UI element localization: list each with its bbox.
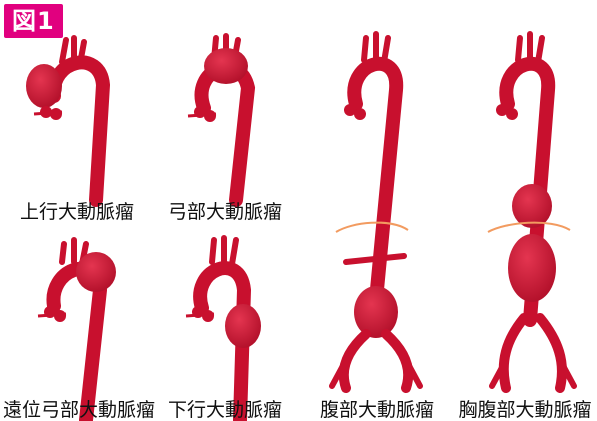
panel-abdominal-aorta-diagram: [332, 34, 420, 388]
label-distal-arch-aortic-aneurysm: 遠位弓部大動脈瘤: [0, 399, 158, 421]
label-ascending-aortic-aneurysm: 上行大動脈瘤: [2, 201, 152, 223]
panel-thoracoabdominal-aorta-diagram: [488, 34, 574, 388]
label-descending-aortic-aneurysm: 下行大動脈瘤: [150, 399, 300, 421]
aneurysm-bulge: [26, 64, 62, 108]
panel-ascending-aorta-diagram: [26, 38, 103, 200]
aneurysm-bulge-upper: [512, 184, 552, 228]
aneurysm-bulge: [225, 304, 261, 348]
panel-distal-arch-aorta-diagram: [38, 240, 116, 420]
panel-arch-aorta-diagram: [188, 36, 248, 200]
panel-descending-aorta-diagram: [186, 238, 261, 420]
label-abdominal-aortic-aneurysm: 腹部大動脈瘤: [302, 399, 452, 421]
diaphragm-line: [336, 223, 408, 232]
aneurysm-bulge: [204, 48, 248, 84]
aneurysm-bulge-lower: [508, 234, 556, 302]
label-arch-aortic-aneurysm: 弓部大動脈瘤: [150, 201, 300, 223]
aneurysm-bulge: [76, 252, 116, 292]
label-thoracoabdominal-aortic-aneurysm: 胸腹部大動脈瘤: [455, 399, 595, 421]
aneurysm-bulge: [354, 286, 398, 338]
